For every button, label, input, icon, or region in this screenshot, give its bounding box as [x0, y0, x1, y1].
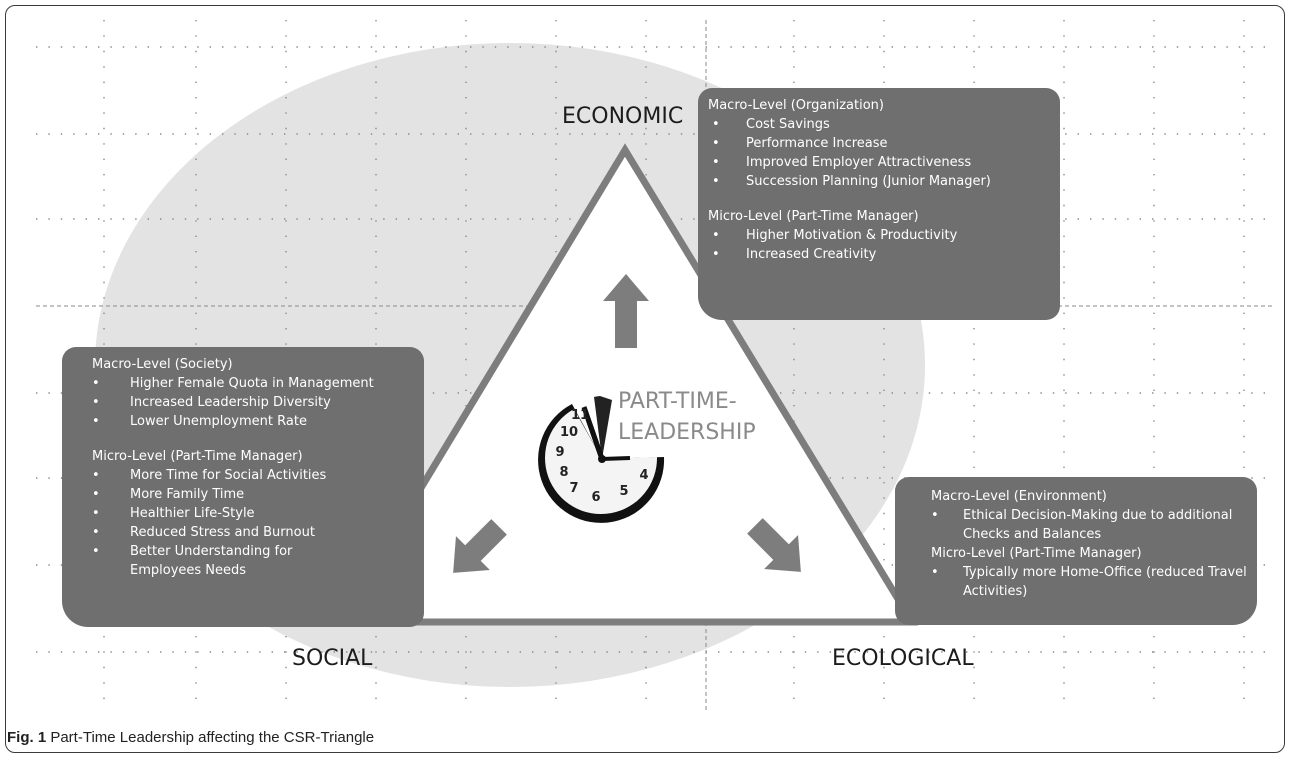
list-item: More Family Time [92, 485, 414, 504]
economic-macro-list: Cost Savings Performance Increase Improv… [708, 115, 1050, 191]
arrow-down-right-icon [747, 518, 801, 572]
ecological-info-box: Macro-Level (Environment) Ethical Decisi… [895, 477, 1257, 625]
ecological-macro-heading: Macro-Level (Environment) [931, 489, 1107, 504]
economic-macro-heading: Macro-Level (Organization) [708, 98, 884, 113]
list-item: Better Understanding for Employees Needs [92, 542, 350, 580]
svg-text:11: 11 [571, 408, 589, 423]
label-ecological: ECOLOGICAL [832, 646, 974, 671]
center-title-line-1: PART-TIME- [618, 389, 737, 414]
csr-triangle [333, 143, 919, 626]
svg-text:4: 4 [639, 468, 648, 483]
list-item: Healthier Life-Style [92, 504, 414, 523]
list-item: Higher Female Quota in Management [92, 374, 414, 393]
list-item: Cost Savings [708, 115, 1050, 134]
figure-caption: Fig. 1 Part-Time Leadership affecting th… [7, 729, 374, 746]
social-info-box: Macro-Level (Society) Higher Female Quot… [62, 347, 424, 627]
economic-micro-list: Higher Motivation & Productivity Increas… [708, 226, 1050, 264]
social-macro-heading: Macro-Level (Society) [92, 357, 233, 372]
list-item: Higher Motivation & Productivity [708, 226, 1050, 245]
arrow-down-left-icon [453, 519, 507, 573]
ecological-macro-list: Ethical Decision-Making due to additiona… [931, 506, 1247, 544]
social-micro-list: More Time for Social Activities More Fam… [92, 466, 414, 580]
ecological-micro-heading: Micro-Level (Part-Time Manager) [931, 546, 1142, 561]
economic-info-box: Macro-Level (Organization) Cost Savings … [698, 88, 1060, 320]
center-title-line-2: LEADERSHIP [618, 420, 756, 445]
center-title: PART-TIME- LEADERSHIP [618, 386, 756, 448]
caption-text: Part-Time Leadership affecting the CSR-T… [46, 729, 375, 746]
social-micro-heading: Micro-Level (Part-Time Manager) [92, 449, 303, 464]
economic-micro-heading: Micro-Level (Part-Time Manager) [708, 209, 919, 224]
svg-text:6: 6 [591, 490, 600, 505]
list-item: Increased Creativity [708, 245, 1050, 264]
list-item: Lower Unemployment Rate [92, 412, 414, 431]
list-item: Ethical Decision-Making due to additiona… [931, 506, 1233, 544]
clock-icon: 11 10 9 8 7 6 5 4 [538, 396, 665, 523]
svg-text:8: 8 [559, 465, 568, 480]
caption-label: Fig. 1 [7, 729, 47, 746]
social-macro-list: Higher Female Quota in Management Increa… [92, 374, 414, 431]
svg-text:5: 5 [619, 484, 628, 499]
arrow-up-icon [603, 274, 649, 348]
svg-text:7: 7 [569, 481, 578, 496]
list-item: Increased Leadership Diversity [92, 393, 414, 412]
list-item: Typically more Home-Office (reduced Trav… [931, 563, 1263, 601]
list-item: Performance Increase [708, 134, 1050, 153]
svg-text:9: 9 [555, 445, 564, 460]
label-economic: ECONOMIC [562, 104, 684, 129]
svg-text:10: 10 [560, 425, 578, 440]
list-item: Succession Planning (Junior Manager) [708, 172, 1050, 191]
label-social: SOCIAL [292, 646, 373, 671]
list-item: Improved Employer Attractiveness [708, 153, 1050, 172]
ecological-micro-list: Typically more Home-Office (reduced Trav… [931, 563, 1247, 601]
figure-frame [5, 5, 1285, 753]
list-item: More Time for Social Activities [92, 466, 414, 485]
list-item: Reduced Stress and Burnout [92, 523, 414, 542]
